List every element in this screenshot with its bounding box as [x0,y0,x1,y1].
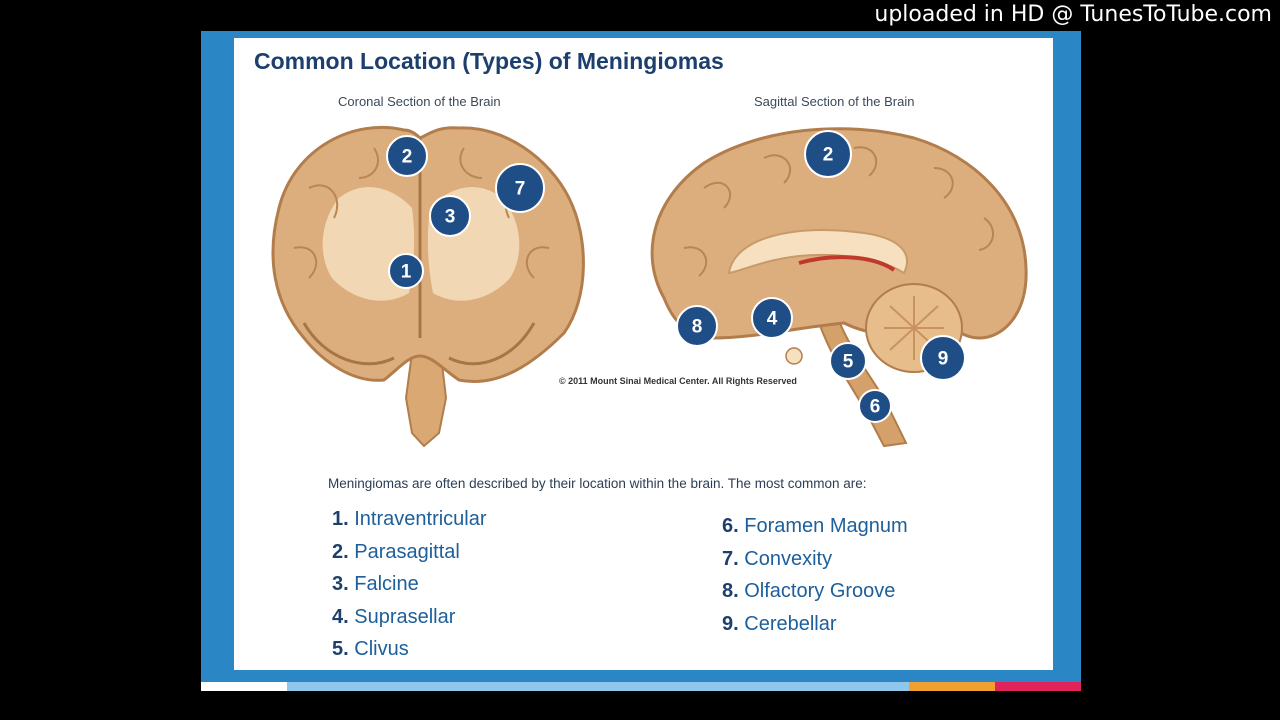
list-item-label: Foramen Magnum [744,515,908,537]
slide-title: Common Location (Types) of Meningiomas [254,48,724,74]
copyright-text: © 2011 Mount Sinai Medical Center. All R… [559,376,797,386]
coronal-section-label: Coronal Section of the Brain [338,94,501,109]
list-item-number: 4. [332,605,349,628]
sagittal-marker-2-label: 2 [823,145,834,166]
sagittal-marker-6-label: 6 [870,397,881,418]
slide-card: Common Location (Types) of Meningiomas C… [234,38,1053,670]
list-item: 3. Falcine [332,568,487,601]
list-item: 7. Convexity [722,543,908,576]
list-item-label: Clivus [354,638,409,660]
coronal-marker-1: 1 [388,253,424,289]
sagittal-marker-8-label: 8 [692,317,703,338]
sagittal-marker-4-label: 4 [767,309,778,330]
coronal-marker-1-label: 1 [401,262,412,283]
coronal-marker-7-label: 7 [515,179,526,200]
list-item: 2. Parasagittal [332,536,487,569]
sagittal-section-label: Sagittal Section of the Brain [754,94,915,109]
color-strip-orange [909,682,995,691]
watermark-text: uploaded in HD @ TunesToTube.com [874,2,1272,27]
list-item: 8. Olfactory Groove [722,575,908,608]
list-item-number: 9. [722,612,739,635]
location-list-right: 6. Foramen Magnum 7. Convexity 8. Olfact… [722,510,908,640]
list-item: 5. Clivus [332,633,487,666]
list-item-label: Olfactory Groove [744,580,896,602]
coronal-marker-2-label: 2 [402,147,413,168]
list-item: 4. Suprasellar [332,601,487,634]
location-list-left: 1. Intraventricular 2. Parasagittal 3. F… [332,503,487,666]
color-strip-red [995,682,1081,691]
coronal-marker-2: 2 [386,135,428,177]
sagittal-corpus-callosum [727,229,909,275]
sagittal-marker-4: 4 [751,297,793,339]
list-item-number: 7. [722,547,739,570]
list-item-number: 8. [722,580,739,602]
sagittal-cerebellum-folia [884,296,944,360]
brain-illustrations: 2 7 3 1 2 8 4 5 9 6 [271,125,1028,448]
sagittal-red-vessel [798,255,896,272]
list-item-label: Suprasellar [354,605,456,628]
sagittal-marker-9: 9 [920,335,966,381]
coronal-temporal-lobes [302,322,536,366]
sagittal-gyri [683,146,994,277]
list-item-label: Convexity [744,547,833,570]
sagittal-marker-5: 5 [829,342,867,380]
list-item-label: Intraventricular [354,508,487,530]
sagittal-marker-6: 6 [858,389,892,423]
list-item: 9. Cerebellar [722,608,908,641]
sagittal-brain-illustration [650,127,1028,448]
sagittal-marker-5-label: 5 [843,352,854,373]
sagittal-pituitary [785,347,803,365]
list-item-label: Falcine [354,573,419,595]
coronal-marker-3: 3 [429,195,471,237]
list-item-label: Parasagittal [354,540,460,563]
sagittal-marker-2: 2 [804,130,852,178]
sagittal-marker-9-label: 9 [938,349,949,370]
list-item-label: Cerebellar [744,612,837,635]
intro-text: Meningiomas are often described by their… [328,476,867,491]
list-item-number: 6. [722,515,739,537]
list-item: 6. Foramen Magnum [722,510,908,543]
coronal-marker-7: 7 [495,163,545,213]
list-item: 1. Intraventricular [332,503,487,536]
color-strip-white [201,682,287,691]
sagittal-marker-8: 8 [676,305,718,347]
coronal-marker-3-label: 3 [445,207,456,228]
list-item-number: 3. [332,573,349,595]
color-strip-lightblue [287,682,909,691]
list-item-number: 1. [332,508,349,530]
list-item-number: 2. [332,540,349,563]
list-item-number: 5. [332,638,349,660]
